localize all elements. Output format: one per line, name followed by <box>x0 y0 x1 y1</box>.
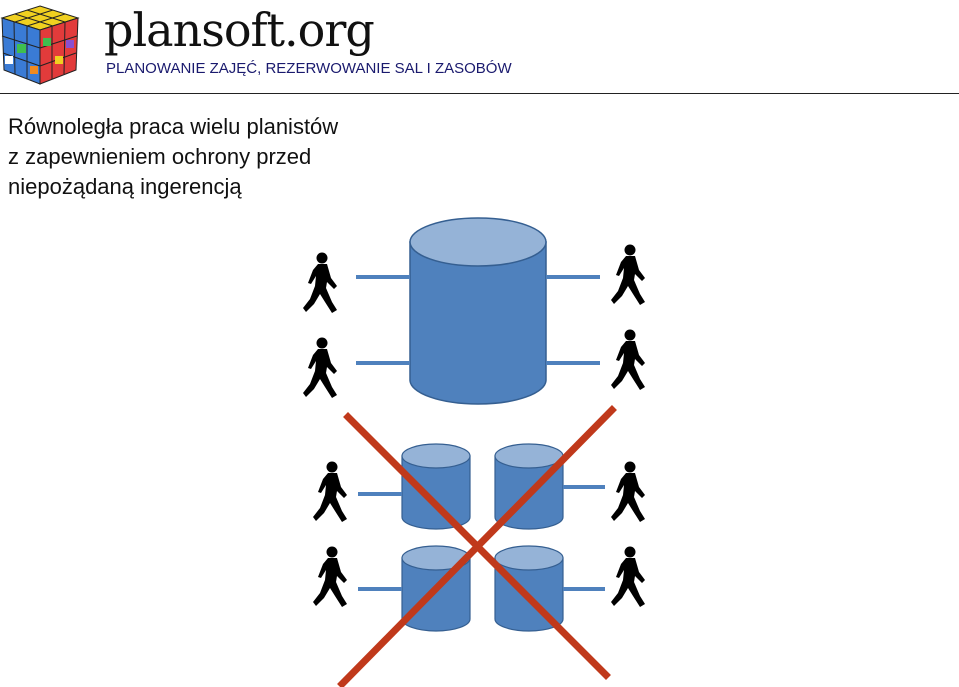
rejection-cross <box>337 405 617 687</box>
planner-figure <box>611 329 645 390</box>
slide-heading: Równoległa praca wielu planistów z zapew… <box>8 112 338 202</box>
shared-database <box>409 217 547 405</box>
small-database <box>401 443 471 530</box>
shared-database-top <box>409 217 547 267</box>
heading-line-3: niepożądaną ingerencją <box>8 174 242 199</box>
cross-line <box>337 405 617 687</box>
top-connectors <box>356 275 600 365</box>
planner-figure <box>611 461 645 522</box>
planner-figure <box>611 244 645 305</box>
planner-figure <box>303 337 337 398</box>
rubiks-cube-logo <box>0 5 80 85</box>
planner-figure <box>313 546 347 607</box>
planner-figure <box>313 461 347 522</box>
shared-database-body <box>409 241 547 405</box>
planner-figure <box>303 252 337 313</box>
header-divider <box>0 93 959 94</box>
heading-line-2: z zapewnieniem ochrony przed <box>8 144 312 169</box>
bottom-planners <box>313 461 645 607</box>
bottom-connectors <box>358 485 605 591</box>
planner-figure <box>611 546 645 607</box>
tagline: PLANOWANIE ZAJĘĆ, REZERWOWANIE SAL I ZAS… <box>106 60 512 77</box>
heading-line-1: Równoległa praca wielu planistów <box>8 114 339 139</box>
brand-name: plansoft.org <box>104 3 375 57</box>
